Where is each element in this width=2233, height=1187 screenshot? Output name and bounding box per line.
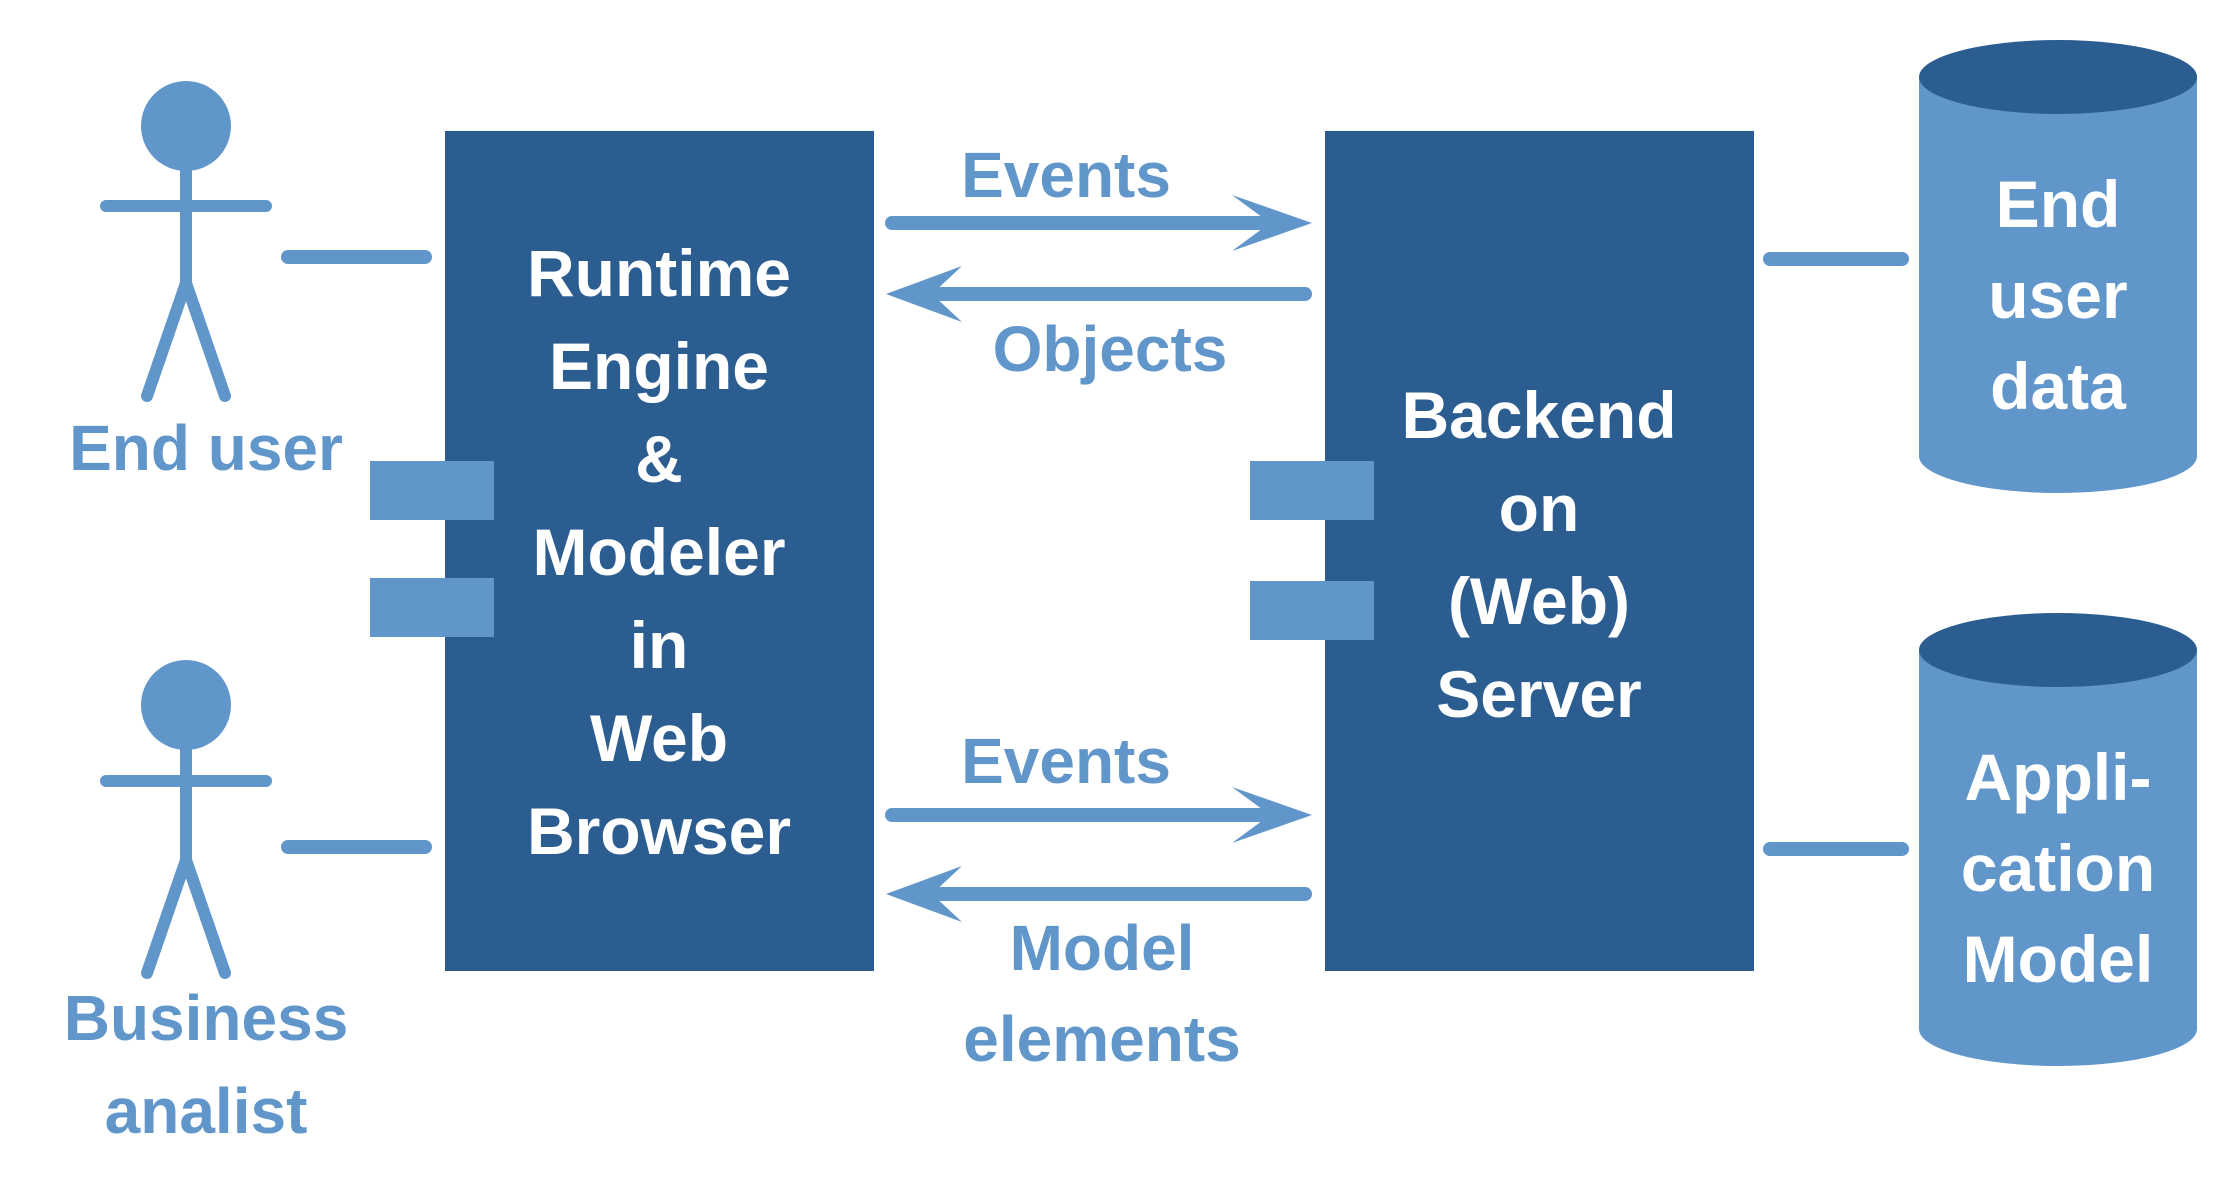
actor-label: Business bbox=[64, 982, 349, 1054]
database-label: End bbox=[1996, 167, 2121, 241]
svg-text:on: on bbox=[1499, 471, 1580, 545]
component-port bbox=[1250, 581, 1374, 640]
database-cylinder-icon bbox=[1919, 40, 2197, 493]
component-box bbox=[445, 131, 874, 971]
arrow-left-icon bbox=[886, 866, 1312, 922]
browser-component: Runtime Engine & Modeler in Web Browser bbox=[370, 131, 874, 971]
svg-text:Server: Server bbox=[1436, 657, 1642, 731]
stick-figure-icon bbox=[100, 81, 272, 402]
server-component: Backend on (Web) Server bbox=[1250, 131, 1754, 971]
component-label: Runtime Engine & Modeler in Web Browser bbox=[527, 236, 791, 868]
component-port bbox=[1250, 461, 1374, 520]
svg-text:Browser: Browser bbox=[527, 794, 791, 868]
svg-text:Web: Web bbox=[590, 701, 728, 775]
component-port bbox=[370, 461, 494, 520]
flow-label-model-elements: elements bbox=[963, 1003, 1240, 1075]
database-label: user bbox=[1988, 258, 2127, 332]
actor-business-analist: Business analist bbox=[64, 660, 349, 1147]
database-label: Appli- bbox=[1965, 740, 2152, 814]
component-label: Backend on (Web) Server bbox=[1401, 378, 1676, 731]
database-end-user-data: End user data bbox=[1919, 40, 2197, 493]
arrow-left-icon bbox=[886, 266, 1312, 322]
svg-text:(Web): (Web) bbox=[1448, 564, 1630, 638]
flow-label-objects: Objects bbox=[993, 313, 1228, 385]
arrow-right-icon bbox=[885, 195, 1312, 251]
svg-text:Engine: Engine bbox=[549, 329, 769, 403]
database-label: cation bbox=[1961, 831, 2155, 905]
flow-top: Events Objects bbox=[885, 139, 1312, 385]
actor-end-user: End user bbox=[69, 81, 343, 484]
svg-text:Modeler: Modeler bbox=[532, 515, 785, 589]
svg-text:Backend: Backend bbox=[1401, 378, 1676, 452]
svg-text:Runtime: Runtime bbox=[527, 236, 791, 310]
database-label: Model bbox=[1963, 922, 2154, 996]
stick-figure-icon bbox=[100, 660, 272, 979]
svg-text:&: & bbox=[635, 422, 683, 496]
database-cylinder-icon bbox=[1919, 613, 2197, 1066]
database-application-model: Appli- cation Model bbox=[1919, 613, 2197, 1066]
flow-label-events: Events bbox=[961, 725, 1171, 797]
flow-label-events: Events bbox=[961, 139, 1171, 211]
actor-label: End user bbox=[69, 412, 343, 484]
svg-text:in: in bbox=[630, 608, 689, 682]
component-box bbox=[1325, 131, 1754, 971]
component-port bbox=[370, 578, 494, 637]
database-label: data bbox=[1990, 349, 2127, 423]
flow-label-model-elements: Model bbox=[1010, 912, 1195, 984]
actor-label: analist bbox=[105, 1075, 308, 1147]
arrow-right-icon bbox=[885, 787, 1312, 843]
flow-bottom: Events Model elements bbox=[885, 725, 1312, 1075]
